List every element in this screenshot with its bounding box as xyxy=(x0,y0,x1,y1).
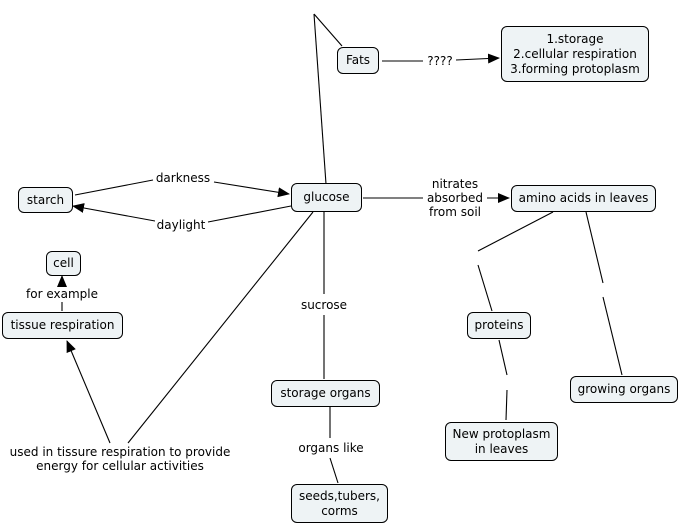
link-label-nitrates: nitrates absorbed from soil xyxy=(423,177,487,219)
line-top-to-fats xyxy=(313,13,343,47)
line-amino-to-proteins-lower xyxy=(477,264,493,312)
line-top-to-glucose xyxy=(313,13,327,185)
node-cell[interactable]: cell xyxy=(46,251,81,276)
link-label-sucrose: sucrose xyxy=(298,298,350,312)
line-glucose-to-energy xyxy=(127,211,314,444)
line-proteins-to-protoplasm-lower xyxy=(505,389,508,421)
node-tissue-respiration[interactable]: tissue respiration xyxy=(2,312,123,339)
line-darkness-to-glucose xyxy=(213,181,290,198)
link-label-daylight: daylight xyxy=(155,218,207,232)
node-storage-organs[interactable]: storage organs xyxy=(271,380,380,407)
line-unknown-to-uses xyxy=(455,53,500,64)
line-organs-like-to-seeds xyxy=(329,457,339,484)
link-label-darkness: darkness xyxy=(154,171,212,185)
link-label-organs-like: organs like xyxy=(296,441,366,455)
node-growing-organs[interactable]: growing organs xyxy=(570,376,678,403)
line-proteins-to-protoplasm xyxy=(498,339,508,376)
line-energy-to-tissue xyxy=(66,340,111,444)
line-amino-to-proteins xyxy=(477,211,554,252)
link-label-energy: used in tissure respiration to provide e… xyxy=(2,445,238,473)
node-proteins[interactable]: proteins xyxy=(467,312,531,339)
node-starch[interactable]: starch xyxy=(18,187,73,213)
node-fats[interactable]: Fats xyxy=(337,47,379,74)
line-glucose-to-daylight xyxy=(207,205,292,223)
line-daylight-to-starch xyxy=(72,203,156,222)
node-new-protoplasm[interactable]: New protoplasm in leaves xyxy=(445,422,558,461)
node-fats-uses[interactable]: 1.storage 2.cellular respiration 3.formi… xyxy=(501,26,649,82)
node-amino-acids[interactable]: amino acids in leaves xyxy=(511,185,656,212)
line-amino-to-growing-lower xyxy=(602,296,623,376)
link-label-for-example: for example xyxy=(24,287,100,301)
node-glucose[interactable]: glucose xyxy=(291,183,362,212)
node-seeds-tubers-corms[interactable]: seeds,tubers, corms xyxy=(291,484,388,523)
line-starch-to-darkness xyxy=(74,179,154,196)
line-amino-to-growing xyxy=(585,211,604,284)
link-label-unknown: ???? xyxy=(424,54,456,68)
